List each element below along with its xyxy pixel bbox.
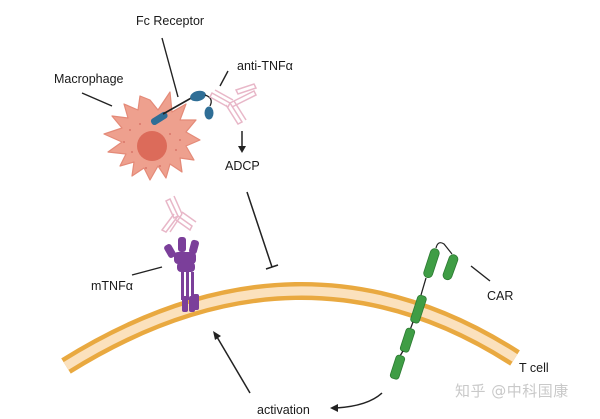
pointer-lines (81, 37, 491, 282)
antibody-bound (160, 195, 197, 233)
adcp-arrow (238, 131, 246, 153)
macrophage-pointer (81, 92, 113, 107)
fc-receptor-pointer (161, 37, 179, 98)
anti-tnf-antibody (209, 83, 258, 125)
label-anti-tnf: anti-TNFα (237, 59, 293, 73)
mtnf-pointer (131, 266, 163, 276)
car-receptor (389, 242, 459, 380)
activation-up-arrow (213, 331, 251, 394)
fc-receptor (150, 90, 214, 126)
car-pointer (470, 265, 491, 282)
watermark: 知乎 @中科国康 (455, 382, 569, 400)
anti-tnf-pointer (219, 70, 229, 87)
label-car: CAR (487, 289, 514, 303)
label-macrophage: Macrophage (54, 72, 124, 86)
mtnf-trimer (164, 237, 200, 312)
macrophage-cell (103, 91, 201, 181)
car-to-activation-arrow (330, 392, 383, 412)
t-cell-membrane (61, 281, 520, 374)
label-activation: activation (257, 403, 310, 417)
macrophage-nucleus (137, 131, 167, 161)
label-mtnf: mTNFα (91, 279, 133, 293)
label-adcp: ADCP (225, 159, 260, 173)
label-t-cell: T cell (519, 361, 549, 375)
label-fc-receptor: Fc Receptor (136, 14, 205, 28)
adcp-inhibition-line (246, 191, 279, 270)
